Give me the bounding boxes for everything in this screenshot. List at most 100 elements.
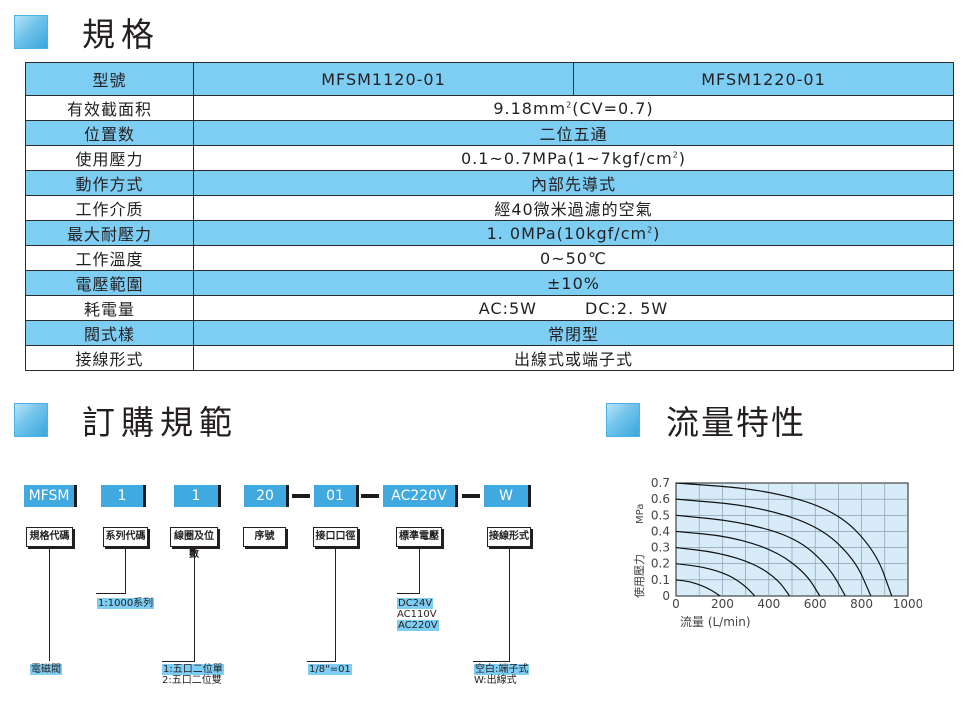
label-series-code: 系列代碼	[103, 527, 148, 547]
connector-line	[125, 549, 126, 593]
flow-section-title: 流量特性	[666, 403, 806, 442]
y-tick-label: 0	[662, 589, 670, 603]
flow-curve	[675, 530, 821, 597]
chart-ylabel: 使用壓力	[633, 554, 646, 598]
spec-header-row: 型號 MFSM1120-01 MFSM1220-01	[25, 62, 954, 96]
header-model-label: 型號	[25, 62, 194, 96]
x-tick-label: 1000	[893, 597, 922, 611]
chart-xlabel: 流量 (L/min)	[680, 615, 751, 629]
section-square-icon	[14, 15, 48, 49]
spec-row-value: 經40微米過濾的空氣	[193, 195, 954, 221]
spec-row: 閥式樣 常閉型	[25, 320, 954, 346]
spec-row-label: 有效截面积	[25, 95, 194, 121]
dash-separator	[292, 494, 310, 498]
spec-row-value: 0~50℃	[193, 245, 954, 271]
label-spec-code: 規格代碼	[26, 527, 73, 547]
order-code-spec: MFSM	[24, 485, 77, 507]
spec-row-value: ±10%	[193, 270, 954, 296]
connector-line	[509, 549, 510, 661]
connector-line	[96, 593, 126, 594]
connector-line	[49, 549, 50, 661]
spec-row-label: 最大耐壓力	[25, 220, 194, 246]
label-port-size: 接口口徑	[313, 527, 358, 547]
connector-line	[162, 661, 195, 662]
spec-section-title: 規格	[82, 15, 160, 54]
spec-table: 型號 MFSM1120-01 MFSM1220-01 有效截面积 9.18mm2…	[25, 62, 954, 371]
x-tick-label: 200	[711, 597, 734, 611]
spec-row-value: 0.1~0.7MPa(1~7kgf/cm2)	[193, 145, 954, 171]
note-wiring: 空白:端子式 W:出線式	[474, 664, 530, 686]
spec-row: 動作方式 內部先導式	[25, 170, 954, 196]
label-serial: 序號	[243, 527, 286, 547]
spec-row-value: 常閉型	[193, 320, 954, 346]
spec-row-label: 耗電量	[25, 295, 194, 321]
flow-curve	[675, 514, 846, 597]
spec-row-label: 接線形式	[25, 345, 194, 371]
section-square-icon	[14, 403, 48, 437]
y-tick-label: 0.3	[651, 541, 670, 555]
flow-section-header: 流量特性	[606, 396, 806, 444]
note-coil: 1:五口二位單 2:五口二位雙	[162, 664, 224, 686]
flow-curve	[675, 563, 756, 597]
flow-curve	[675, 498, 872, 597]
x-tick-label: 0	[672, 597, 680, 611]
spec-row-value: 二位五通	[193, 120, 954, 146]
connector-line	[307, 661, 336, 662]
header-model-a: MFSM1120-01	[193, 62, 574, 96]
y-tick-label: 0.6	[651, 492, 670, 506]
y-tick-label: 0.7	[651, 476, 670, 490]
spec-row: 工作溫度 0~50℃	[25, 245, 954, 271]
x-tick-label: 800	[850, 597, 873, 611]
order-code-coil: 1	[174, 485, 221, 507]
order-code-serial: 20	[244, 485, 289, 507]
x-tick-label: 400	[757, 597, 780, 611]
label-wiring-type: 接線形式	[487, 527, 531, 547]
spec-row-value: 出線式或端子式	[193, 345, 954, 371]
connector-line	[419, 549, 420, 593]
spec-section-header: 規格	[14, 8, 160, 56]
spec-row-label: 工作介质	[25, 195, 194, 221]
spec-row: 接線形式 出線式或端子式	[25, 345, 954, 371]
spec-row: 工作介质 經40微米過濾的空氣	[25, 195, 954, 221]
dash-separator	[361, 494, 379, 498]
connector-line	[397, 593, 420, 594]
y-tick-label: 0.1	[651, 573, 670, 587]
header-model-b: MFSM1220-01	[573, 62, 954, 96]
note-port: 1/8"=01	[308, 664, 352, 675]
order-section-header: 訂購規範	[14, 396, 238, 444]
spec-row-value: 1. 0MPa(10kgf/cm2)	[193, 220, 954, 246]
section-square-icon	[606, 403, 640, 437]
note-spec: 電磁閥	[30, 664, 62, 675]
spec-row: 有效截面积 9.18mm2(CV=0.7)	[25, 95, 954, 121]
note-series: 1:1000系列	[97, 598, 155, 609]
connector-line	[194, 549, 195, 661]
spec-row-value: 9.18mm2(CV=0.7)	[193, 95, 954, 121]
flow-curve	[675, 482, 893, 597]
dash-separator	[462, 494, 480, 498]
x-tick-label: 600	[804, 597, 827, 611]
connector-line	[473, 661, 510, 662]
label-coil-positions: 線圈及位數	[170, 527, 218, 560]
spec-row-label: 位置数	[25, 120, 194, 146]
flow-curve	[675, 579, 721, 597]
order-code-port: 01	[314, 485, 359, 507]
spec-row-label: 使用壓力	[25, 145, 194, 171]
spec-row: 位置数 二位五通	[25, 120, 954, 146]
chart-yunit: MPa	[635, 504, 646, 524]
flow-curve	[675, 546, 791, 597]
order-section-title: 訂購規範	[82, 403, 238, 442]
spec-row: 使用壓力 0.1~0.7MPa(1~7kgf/cm2)	[25, 145, 954, 171]
spec-row-value: 內部先導式	[193, 170, 954, 196]
connector-line	[335, 549, 336, 661]
spec-row-label: 工作溫度	[25, 245, 194, 271]
note-voltage: DC24V AC110V AC220V	[397, 598, 439, 631]
y-tick-label: 0.5	[651, 508, 670, 522]
order-code-voltage: AC220V	[383, 485, 458, 507]
order-code-wiring: W	[484, 485, 531, 507]
spec-row-label: 閥式樣	[25, 320, 194, 346]
label-standard-voltage: 標準電壓	[396, 527, 442, 547]
spec-row-label: 電壓範圍	[25, 270, 194, 296]
